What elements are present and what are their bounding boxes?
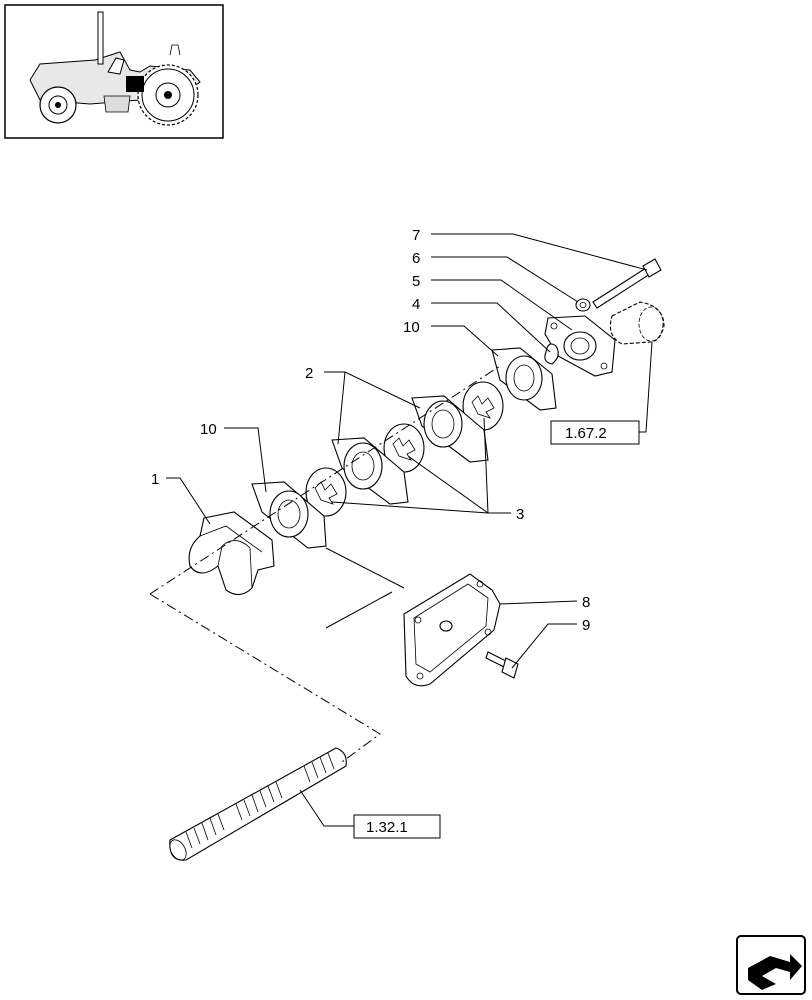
part-1-fork: [188, 511, 275, 596]
part-2-plate: [411, 395, 489, 463]
part-7-bolt: [592, 258, 662, 309]
label-9: 9: [582, 617, 590, 634]
part-10-upper-plate: [491, 347, 557, 411]
reference-box-top[interactable]: 1.67.2: [550, 420, 640, 445]
assembly-axis: [149, 365, 501, 763]
leader-lines: [166, 233, 653, 827]
reference-label-top: 1.67.2: [565, 425, 607, 442]
reference-box-bottom[interactable]: 1.32.1: [353, 814, 441, 839]
part-6-washer: [575, 298, 591, 312]
label-8: 8: [582, 594, 590, 611]
part-5-bearing-housing: [544, 315, 616, 377]
part-3-friction-disc: [462, 381, 504, 431]
tractor-location-thumbnail: [4, 4, 224, 139]
label-5: 5: [412, 273, 420, 290]
label-10-upper: 10: [403, 319, 420, 336]
label-4: 4: [412, 296, 420, 313]
reference-label-bottom: 1.32.1: [366, 819, 408, 836]
part-labels: 7 6 5 4 10 2 10 1 3 8 9: [151, 227, 590, 634]
part-8-cover: [403, 573, 501, 687]
sleeve-part-reference: [609, 301, 665, 345]
part-10-lower-plate: [251, 481, 327, 549]
alignment-lines: [325, 547, 405, 629]
shaft: [169, 747, 347, 861]
next-page-arrow-icon[interactable]: [736, 935, 806, 995]
label-2: 2: [305, 365, 313, 382]
label-7: 7: [412, 227, 420, 244]
part-4-snap-ring: [544, 343, 559, 365]
label-3: 3: [516, 506, 524, 523]
part-2-plate: [331, 437, 409, 505]
label-10-lower: 10: [200, 421, 217, 438]
label-1: 1: [151, 471, 159, 488]
part-9-screw: [485, 651, 519, 679]
label-6: 6: [412, 250, 420, 267]
